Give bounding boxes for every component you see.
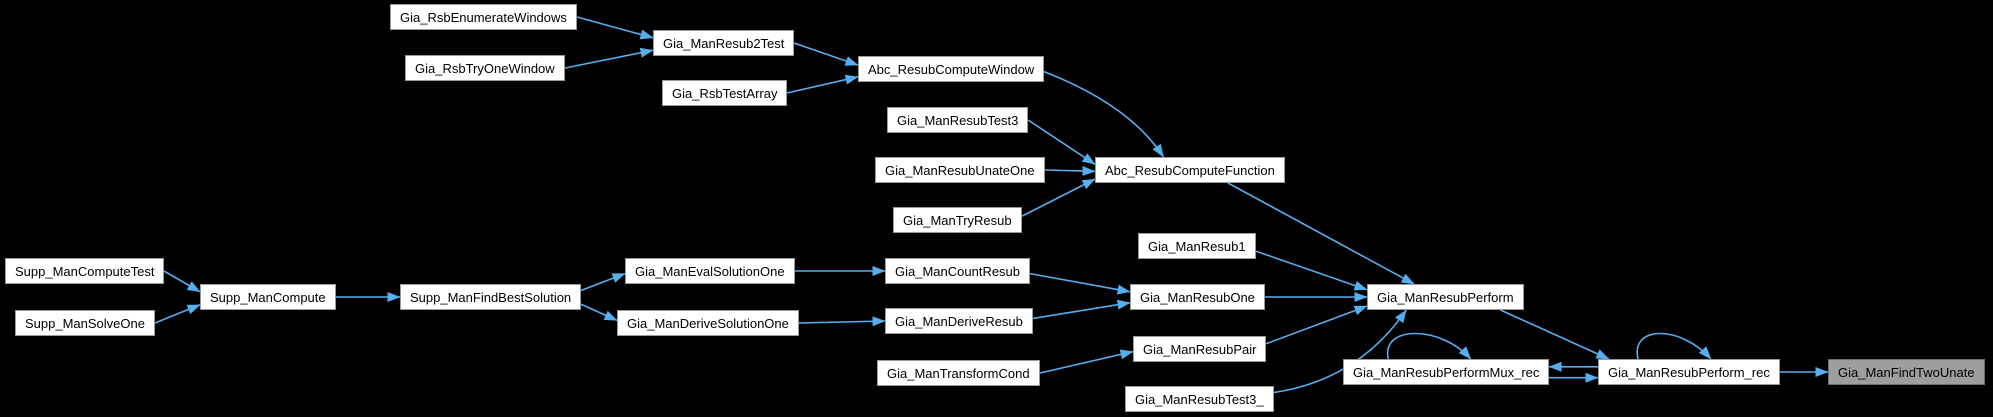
node-gia-manresubunateone[interactable]: Gia_ManResubUnateOne <box>875 157 1045 183</box>
node-gia-mantryresub[interactable]: Gia_ManTryResub <box>893 207 1022 233</box>
node-supp-mancomputetest[interactable]: Supp_ManComputeTest <box>5 258 165 284</box>
node-gia-manresubpair[interactable]: Gia_ManResubPair <box>1133 336 1267 362</box>
node-gia-manresubone[interactable]: Gia_ManResubOne <box>1130 284 1265 310</box>
node-gia-mantransformcond[interactable]: Gia_ManTransformCond <box>877 360 1040 386</box>
edge-supp-manfindbestsolution-to-gia-manderivesolutionone <box>580 303 618 322</box>
node-gia-manresubtest3[interactable]: Gia_ManResubTest3 <box>887 107 1029 133</box>
edge-gia-manderivesolutionone-to-gia-manderiveresub <box>798 316 886 327</box>
edge-supp-manfindbestsolution-to-gia-manevalsolutionone <box>580 272 626 292</box>
node-gia-mancountresub[interactable]: Gia_ManCountResub <box>885 258 1031 284</box>
node-gia-manresub2test[interactable]: Gia_ManResub2Test <box>653 30 795 56</box>
edge-abc-resubcomputefunction-to-gia-manresubperform <box>1227 182 1415 285</box>
edge-gia-rsbtryonewindow-to-gia-manresub2test <box>564 47 654 69</box>
node-gia-rsbenumeratewindows[interactable]: Gia_RsbEnumerateWindows <box>390 4 577 30</box>
node-supp-mancompute[interactable]: Supp_ManCompute <box>200 284 336 310</box>
edge-abc-resubcomputewindow-to-abc-resubcomputefunction <box>1043 70 1165 158</box>
edge-gia-manresub1-to-gia-manresubperform <box>1255 250 1368 291</box>
node-gia-rsbtryonewindow[interactable]: Gia_RsbTryOneWindow <box>405 55 565 81</box>
edge-gia-manresubtest3-to-abc-resubcomputefunction <box>1027 119 1096 165</box>
edge-gia-mantryresub-to-abc-resubcomputefunction <box>1021 178 1096 217</box>
node-gia-manderiveresub[interactable]: Gia_ManDeriveResub <box>885 308 1033 334</box>
edge-gia-mancountresub-to-gia-manresubone <box>1029 272 1131 295</box>
node-gia-manresubtest3[interactable]: Gia_ManResubTest3_ <box>1125 386 1274 412</box>
edge-gia-rsbtestarray-to-abc-resubcomputewindow <box>786 74 859 94</box>
edge-gia-rsbenumeratewindows-to-gia-manresub2test <box>576 16 654 40</box>
node-gia-manresubperform-rec[interactable]: Gia_ManResubPerform_rec <box>1598 359 1780 385</box>
node-gia-manevalsolutionone[interactable]: Gia_ManEvalSolutionOne <box>625 258 795 284</box>
node-gia-manfindtwounate: Gia_ManFindTwoUnate <box>1828 359 1985 385</box>
node-abc-resubcomputefunction[interactable]: Abc_ResubComputeFunction <box>1095 157 1285 183</box>
edge-gia-mantransformcond-to-gia-manresubpair <box>1039 349 1134 374</box>
edge-supp-mansolveone-to-supp-mancompute <box>154 304 201 324</box>
edge-supp-mancomputetest-to-supp-mancompute <box>163 270 201 293</box>
edge-gia-manresubperformmux-rec-self <box>1386 332 1472 360</box>
edge-gia-manresubunateone-to-abc-resubcomputefunction <box>1044 165 1096 176</box>
edge-gia-manderiveresub-to-gia-manresubone <box>1032 299 1131 320</box>
node-gia-rsbtestarray[interactable]: Gia_RsbTestArray <box>662 80 788 106</box>
node-gia-manresub1[interactable]: Gia_ManResub1 <box>1138 233 1256 259</box>
node-supp-manfindbestsolution[interactable]: Supp_ManFindBestSolution <box>400 284 582 310</box>
node-gia-manresubperformmux-rec[interactable]: Gia_ManResubPerformMux_rec <box>1343 359 1550 385</box>
node-gia-manresubperform[interactable]: Gia_ManResubPerform <box>1367 284 1524 310</box>
edge-gia-manresub2test-to-abc-resubcomputewindow <box>793 42 859 66</box>
edge-gia-manresubpair-to-gia-manresubperform <box>1265 305 1368 345</box>
node-gia-manderivesolutionone[interactable]: Gia_ManDeriveSolutionOne <box>617 310 799 336</box>
edge-gia-manresubperform-to-gia-manresubperform-rec <box>1500 309 1610 360</box>
node-abc-resubcomputewindow[interactable]: Abc_ResubComputeWindow <box>858 56 1045 82</box>
edge-gia-manresubperform-rec-self <box>1636 332 1712 360</box>
node-supp-mansolveone[interactable]: Supp_ManSolveOne <box>15 310 155 336</box>
